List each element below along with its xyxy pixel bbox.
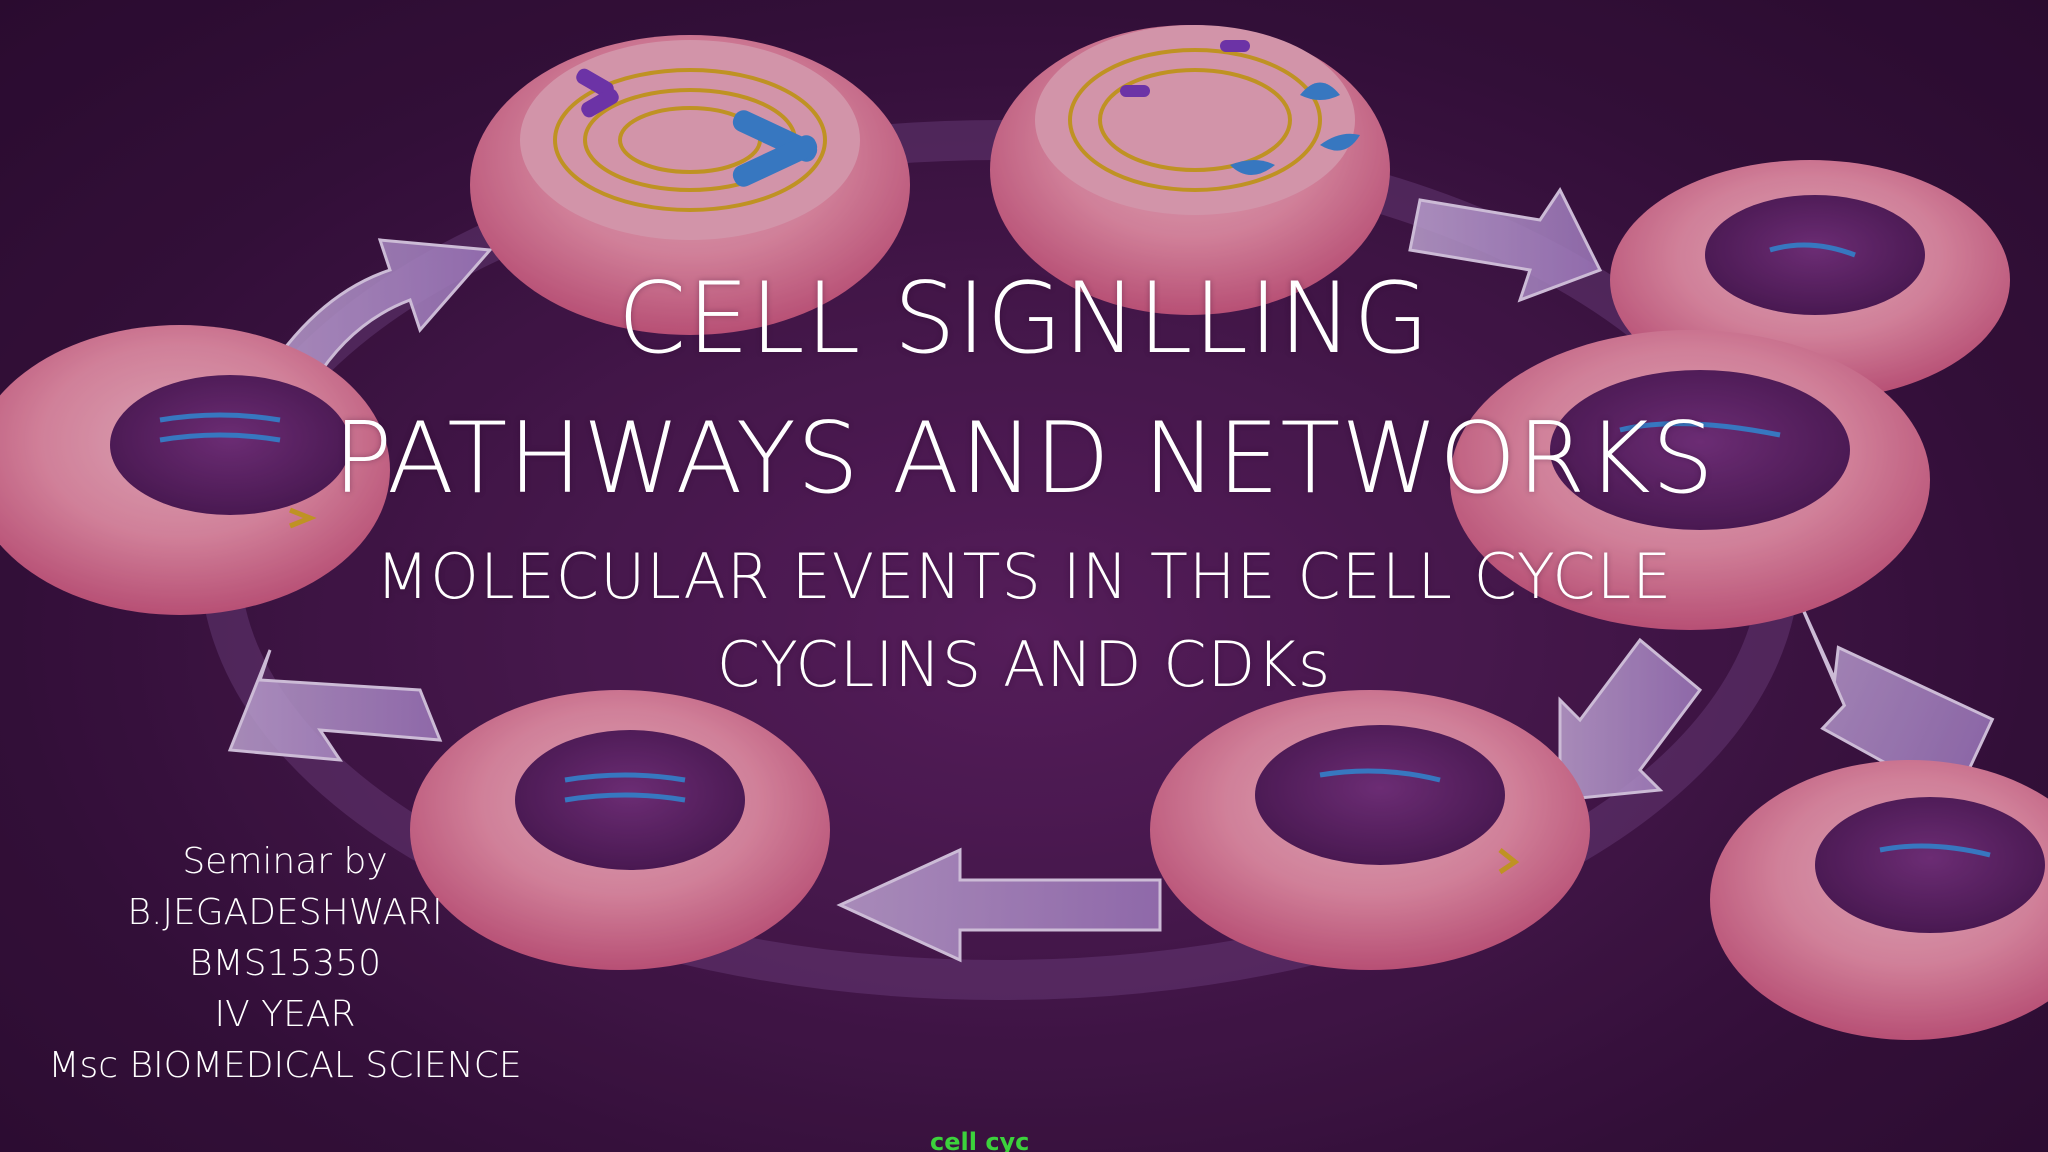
cell-icon <box>1150 690 1590 970</box>
title-line-1: CELL SIGNLLING <box>617 262 1431 376</box>
caption-fragment: cell cyc <box>930 1128 1030 1152</box>
title-line-2: PATHWAYS AND NETWORKS <box>333 402 1715 516</box>
presenter-name: B.JEGADESHWARI <box>127 892 443 933</box>
cell-icon <box>410 690 830 970</box>
subtitle-line-2: CYCLINS AND CDKs <box>716 628 1332 701</box>
subtitle-line-1: MOLECULAR EVENTS IN THE CELL CYCLE <box>375 540 1673 613</box>
cell-icon <box>470 35 910 335</box>
presenter-info: Seminar by B.JEGADESHWARI BMS15350 IV YE… <box>30 836 540 1091</box>
cell-icon <box>0 325 390 615</box>
presenter-program: Msc BIOMEDICAL SCIENCE <box>48 1045 522 1086</box>
presenter-year: IV YEAR <box>214 994 356 1035</box>
presenter-id: BMS15350 <box>188 943 381 984</box>
presenter-line-seminar: Seminar by <box>182 841 388 882</box>
cell-icon <box>1710 760 2048 1040</box>
cell-icon <box>990 25 1390 315</box>
cell-icon <box>1450 330 1930 630</box>
